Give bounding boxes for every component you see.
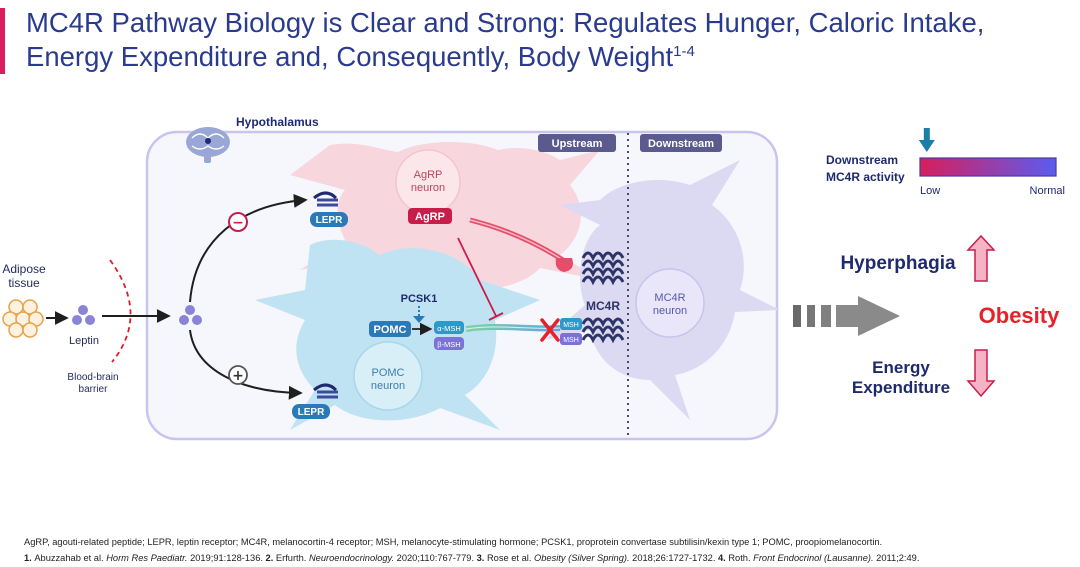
reference-item: 4. Roth. Front Endocrinol (Lausanne). 20… [718,553,919,563]
brain-icon [186,127,230,163]
agrp-to-pomc-inhibition [457,237,497,317]
agrp-blunt-end-icon [555,258,573,272]
activity-label-line2: MC4R activity [826,170,905,184]
beta-msh-label: β-MSH [437,340,460,349]
pomc-neuron-label-line1: POMC [372,367,405,379]
title-line-2-text: Energy Expenditure and, Consequently, Bo… [26,41,674,72]
agrp-to-pomc-blunt-end [488,312,504,321]
obesity-label: Obesity [979,303,1060,328]
agrp-tag [408,208,452,224]
downstream-label: Downstream [648,138,714,150]
reference-authors: Erfurth. [275,553,309,563]
energy-expenditure-down-arrow-icon [966,349,996,398]
reference-authors: Abuzzahab et al. [34,553,107,563]
slide-title: MC4R Pathway Biology is Clear and Strong… [26,6,1076,74]
reference-detail: 2011;2:49. [876,553,920,563]
reference-number: 1. [24,553,35,563]
leptin-molecule-brain-icon [179,305,202,325]
pcsk1-label: PCSK1 [401,293,438,305]
pomc-neuron-nucleus [353,341,423,411]
adipose-label-line2: tissue [8,276,40,290]
adipose-tissue-icon [2,299,44,338]
pomc-neuron-label-line2: neuron [371,380,405,392]
abbreviations-text: AgRP, agouti-related peptide; LEPR, lept… [24,537,883,547]
reference-authors: Rose et al. [486,553,534,563]
lepr-receptor-bottom-icon [313,383,338,399]
reference-item: 2. Erfurth. Neuroendocrinology. 2020;110… [266,553,477,563]
title-line-2: Energy Expenditure and, Consequently, Bo… [26,40,1076,74]
alpha-msh-label: α-MSH [437,324,461,333]
reference-item: 3. Rose et al. Obesity (Silver Spring). … [477,553,718,563]
blocked-signal-x-icon [540,318,560,342]
abbreviations-footnote: AgRP, agouti-related peptide; LEPR, lept… [24,537,1064,547]
adipose-label-line1: Adipose [2,262,46,276]
upstream-label: Upstream [552,138,603,150]
blood-brain-barrier-line [109,259,132,363]
reference-detail: 2020;110:767-779. [396,553,477,563]
agrp-neuron-label-line1: AgRP [414,169,443,181]
reference-detail: 2019;91:128-136. [190,553,266,563]
reference-journal: Front Endocrinol (Lausanne). [753,553,877,563]
inhibit-sign-icon [228,212,248,232]
lepr-bottom-tag [292,404,330,419]
beta-msh-tag [434,337,464,350]
reference-detail: 2018;26:1727-1732. [632,553,718,563]
mc4r-neuron-label-line2: neuron [653,305,687,317]
mc4r-receptor-top-icon [581,251,625,286]
agrp-tag-label: AgRP [415,211,445,223]
title-line-1: MC4R Pathway Biology is Clear and Strong… [26,7,985,38]
reference-journal: Neuroendocrinology. [308,553,397,563]
mc4r-receptor-bottom-icon [581,317,625,344]
msh-bottom-label: MSH [563,337,579,344]
reference-journal: Horm Res Paediatr. [106,553,191,563]
references-footnote: 1. Abuzzahab et al. Horm Res Paediatr. 2… [24,553,1064,563]
activity-label-line1: Downstream [826,153,898,167]
stimulate-sign-label: + [232,368,244,384]
activity-normal-label: Normal [1030,185,1065,197]
msh-top-tag [560,318,582,330]
energy-label-line1: Energy [872,358,930,377]
leptin-molecule-icon [72,305,95,325]
bbb-label-line1: Blood-brain [67,372,118,383]
leptin-label: Leptin [69,335,99,347]
leptin-to-pomc-arrow [189,329,303,400]
activity-level-indicator-icon [918,128,935,152]
hyperphagia-up-arrow-icon [966,234,996,282]
mc4r-neuron-nucleus [635,268,705,338]
lepr-top-label: LEPR [316,215,343,226]
pcsk1-arrow-icon [413,306,425,323]
progression-arrow-icon [793,296,900,336]
lepr-receptor-top-icon [313,191,338,207]
reference-number: 2. [265,553,276,563]
downstream-tab [640,134,722,152]
activity-gradient-bar [919,157,1057,177]
msh-top-label: MSH [563,322,579,329]
hyperphagia-label: Hyperphagia [840,253,956,274]
mc4r-neuron-label-line1: MC4R [654,292,685,304]
activity-low-label: Low [920,185,940,197]
lepr-bottom-label: LEPR [298,407,325,418]
lepr-top-tag [310,212,348,227]
title-superscript: 1-4 [673,42,695,60]
leptin-to-agrp-arrow [189,193,308,303]
bbb-label-line2: barrier [79,384,109,395]
reference-journal: Obesity (Silver Spring). [534,553,633,563]
agrp-neuron-label-line2: neuron [411,182,445,194]
reference-number: 3. [476,553,487,563]
reference-authors: Roth. [728,553,754,563]
inhibit-sign-label: − [232,215,244,231]
alpha-msh-tag [434,321,464,334]
reference-item: 1. Abuzzahab et al. Horm Res Paediatr. 2… [24,553,266,563]
pomc-tag-label: POMC [374,324,407,336]
hypothalamus-label: Hypothalamus [236,115,319,129]
stimulate-sign-icon [228,365,248,385]
pomc-tag [369,321,411,337]
reference-number: 4. [718,553,729,563]
title-accent-bar [0,8,5,74]
mc4r-label: MC4R [586,299,620,313]
energy-label-line2: Expenditure [852,378,950,397]
msh-bottom-tag [560,333,582,345]
upstream-tab [538,134,616,152]
